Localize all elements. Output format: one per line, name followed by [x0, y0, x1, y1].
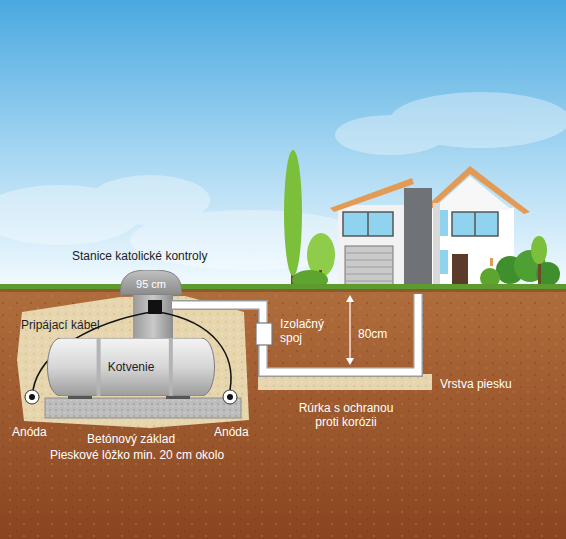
- sand-bed-label: Pieskové lôžko min. 20 cm okolo: [50, 448, 224, 462]
- cable-label: Pripájací kábel: [21, 318, 100, 332]
- anode-label: Anóda: [214, 425, 249, 439]
- sand-layer-label: Vrstva piesku: [440, 377, 512, 391]
- pipe-label: Rúrka s ochranou proti korózii: [290, 401, 402, 429]
- joint-label: Izolačný spoj: [280, 317, 336, 345]
- dimension: 80cm: [358, 327, 387, 341]
- station-dome: 95 cm: [120, 270, 182, 295]
- base-label: Betónový základ: [87, 432, 175, 446]
- anode-label: Anóda: [12, 425, 47, 439]
- node-text: Kotvenie: [108, 360, 155, 374]
- node-text: 95 cm: [136, 278, 166, 290]
- station-label: Stanice katolické kontroly: [72, 249, 207, 263]
- gas-tank: Kotvenie: [45, 338, 217, 396]
